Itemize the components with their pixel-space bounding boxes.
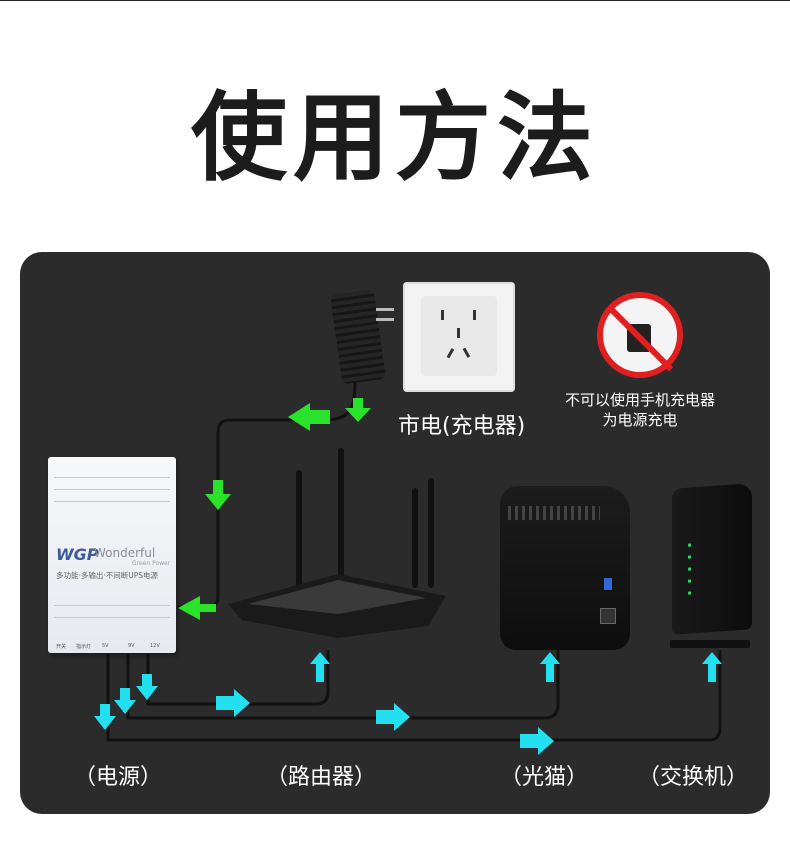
socket-holes	[421, 296, 497, 376]
ups-logo: WGP	[56, 545, 99, 564]
switch-led	[688, 567, 691, 570]
ups-device: WGP Wonderful Green Power 多功能·多输出·不间断UPS…	[48, 457, 176, 653]
ups-port-label: 12V	[150, 643, 160, 649]
warning-line-2: 为电源充电	[560, 410, 720, 430]
ups-tagline: 多功能·多输出·不间断UPS电源	[56, 570, 158, 581]
ups-vent	[54, 605, 170, 606]
ups-port-label: 9V	[128, 643, 135, 649]
modem-usb-port	[604, 578, 612, 590]
switch-stand	[670, 640, 750, 648]
optical-modem	[500, 486, 630, 650]
ups-vent	[54, 489, 170, 490]
usage-diagram-panel: 市电(充电器) 不可以使用手机充电器 为电源充电 WGP Wonderful G…	[20, 252, 770, 814]
network-switch	[672, 483, 752, 635]
adapter-pin	[376, 318, 394, 321]
router-antenna	[428, 478, 434, 588]
ups-port-label: 5V	[102, 643, 109, 649]
router-antenna	[412, 488, 418, 588]
switch-led	[688, 591, 691, 594]
adapter-pin	[376, 308, 394, 311]
page-title: 使用方法	[0, 78, 790, 198]
switch-led	[688, 555, 691, 558]
cable-power	[108, 650, 720, 740]
top-rule	[0, 0, 790, 1]
charger-warning: 不可以使用手机充电器 为电源充电	[560, 390, 720, 430]
ups-vent	[54, 617, 170, 618]
router-device	[228, 574, 446, 638]
socket-face	[421, 296, 497, 376]
modem-ethernet-port	[600, 608, 616, 624]
label-switch: （交换机）	[638, 759, 748, 791]
warning-line-1: 不可以使用手机充电器	[560, 390, 720, 410]
ups-vent	[54, 477, 170, 478]
mains-label: 市电(充电器)	[398, 408, 525, 440]
label-power: （电源）	[74, 759, 162, 791]
modem-grille	[508, 506, 600, 520]
label-modem: （光猫）	[500, 759, 588, 791]
prohibit-slash	[607, 305, 673, 371]
switch-led	[688, 543, 691, 546]
label-router: （路由器）	[266, 759, 376, 791]
ups-port-label: 指示灯	[76, 643, 91, 650]
router-antenna	[338, 448, 344, 584]
router-antenna	[296, 470, 302, 588]
prohibited-charger-icon	[597, 292, 683, 378]
switch-led	[688, 579, 691, 582]
wall-socket	[403, 282, 515, 392]
ups-port-label: 开关	[56, 643, 66, 650]
ups-brand-sub: Green Power	[132, 560, 170, 567]
ups-brand-name: Wonderful	[94, 546, 155, 560]
cable-to-modem	[128, 650, 558, 718]
ups-vent	[54, 501, 170, 502]
